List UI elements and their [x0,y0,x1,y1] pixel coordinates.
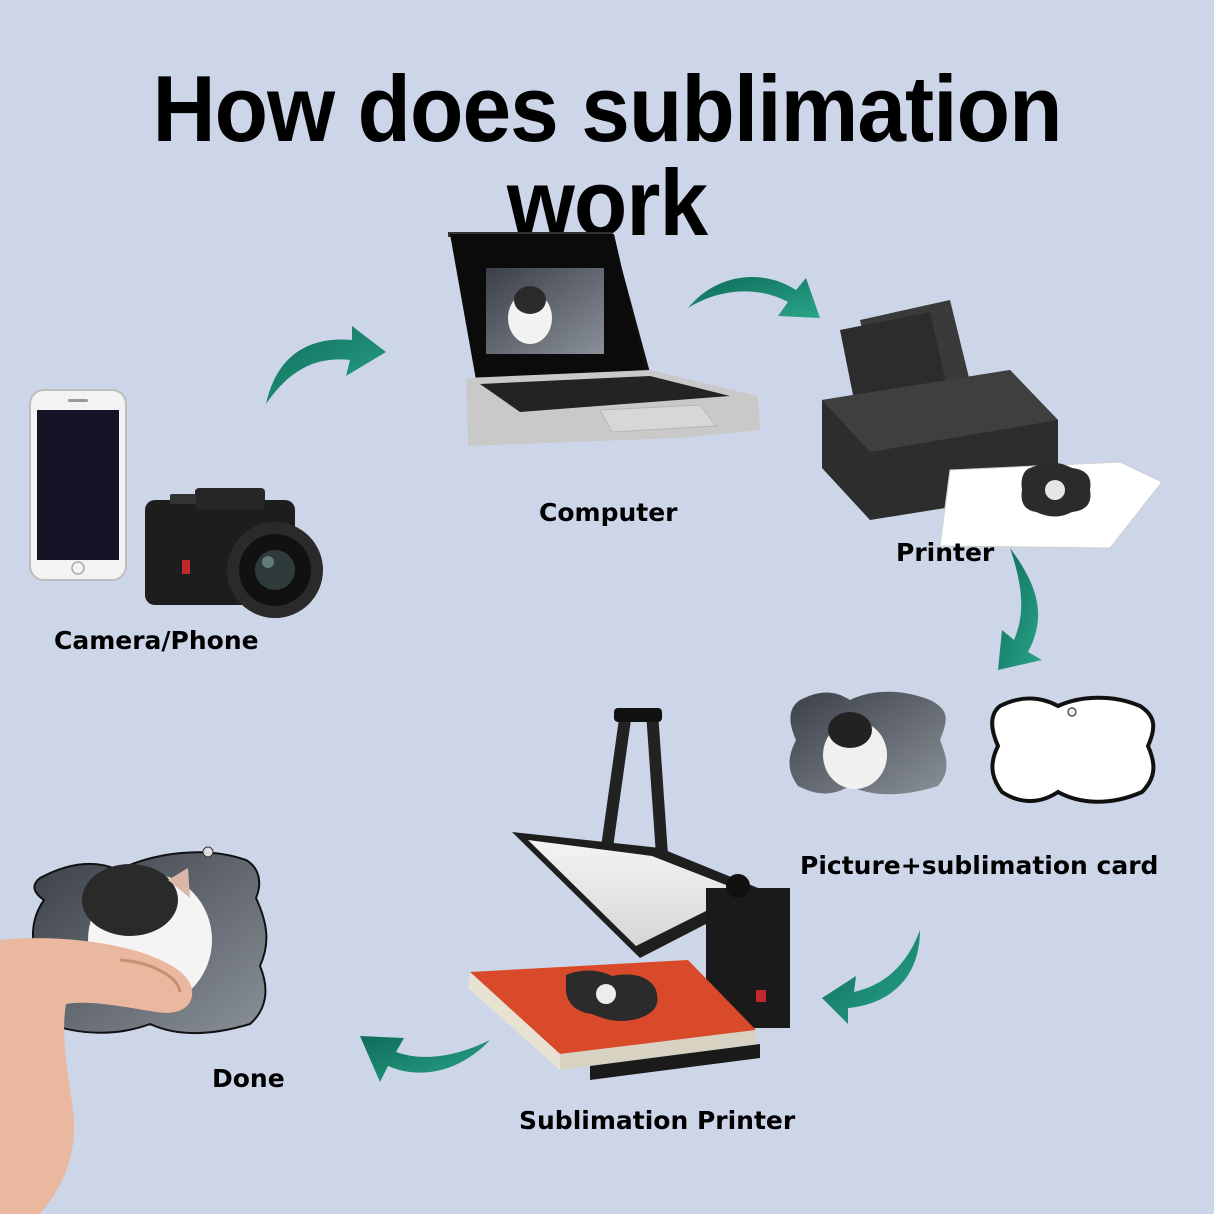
label-picture-card: Picture+sublimation card [800,851,1159,880]
label-sublimation-printer: Sublimation Printer [519,1106,796,1135]
hand-icon [0,938,193,1214]
arrow-printer-to-card [998,548,1042,670]
blank-card-icon [990,695,1156,804]
arrow-card-to-press [822,930,920,1024]
arrow-press-to-done [360,1036,490,1082]
label-camera-phone: Camera/Phone [54,626,259,655]
label-computer: Computer [539,498,678,527]
phone-icon [29,389,127,581]
camera-icon [145,488,323,618]
laptop-icon [448,232,760,446]
heat-press-icon [468,708,790,1080]
picture-card-icon [789,691,947,795]
label-done: Done [212,1064,285,1093]
arrow-camera-to-computer [266,326,386,404]
page-title: How does sublimation work [152,56,1062,255]
label-printer: Printer [896,538,995,567]
printer-icon [822,300,1163,549]
arrow-computer-to-printer [688,277,820,318]
